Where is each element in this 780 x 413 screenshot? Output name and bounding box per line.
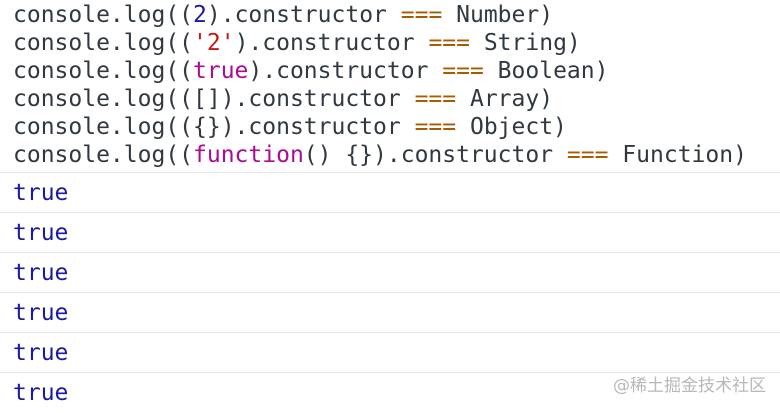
- console-input-block[interactable]: console.log((2).constructor === Number)c…: [0, 1, 780, 173]
- code-token-plain: ).constructor: [248, 58, 443, 84]
- code-token-plain: console.log(([]).constructor: [13, 86, 415, 112]
- code-token-plain: console.log((: [13, 58, 194, 84]
- code-line: console.log((2).constructor === Number): [13, 1, 780, 29]
- code-line: console.log(('2').constructor === String…: [13, 29, 780, 57]
- code-line: console.log((function() {}).constructor …: [13, 141, 780, 169]
- code-token-op: ===: [414, 114, 457, 140]
- output-value: true: [13, 220, 69, 246]
- code-token-num: 2: [193, 2, 207, 28]
- code-token-plain: console.log((: [13, 30, 194, 56]
- code-token-str: '2': [193, 30, 235, 56]
- code-token-plain: String): [469, 30, 581, 56]
- code-token-op: ===: [414, 86, 457, 112]
- code-token-plain: console.log((: [13, 142, 194, 168]
- code-token-plain: () {}).constructor: [303, 142, 567, 168]
- code-token-op: ===: [566, 142, 609, 168]
- code-token-plain: Boolean): [483, 58, 609, 84]
- output-value: true: [13, 260, 69, 286]
- code-line: console.log(({}).constructor === Object): [13, 113, 780, 141]
- code-token-plain: Array): [456, 86, 554, 112]
- code-line: console.log((true).constructor === Boole…: [13, 57, 780, 85]
- watermark: @稀土掘金技术社区: [613, 376, 766, 396]
- console-output-row: true: [0, 373, 780, 413]
- console-output-row: true: [0, 333, 780, 373]
- code-token-plain: console.log((: [13, 2, 194, 28]
- code-token-plain: Object): [456, 114, 567, 140]
- code-token-op: ===: [442, 58, 484, 84]
- output-value: true: [13, 380, 69, 406]
- output-value: true: [13, 300, 69, 326]
- code-token-plain: ).constructor: [234, 30, 429, 56]
- code-line: console.log(([]).constructor === Array): [13, 85, 780, 113]
- code-token-plain: ).constructor: [206, 2, 401, 28]
- console-output-row: true: [0, 173, 780, 213]
- output-value: true: [13, 340, 69, 366]
- code-token-op: ===: [428, 30, 470, 56]
- code-token-op: ===: [400, 2, 443, 28]
- code-token-kw: true: [193, 58, 249, 84]
- console-output-list: true true true true true true: [0, 173, 780, 413]
- code-token-plain: console.log(({}).constructor: [13, 114, 415, 140]
- console-output-row: true: [0, 213, 780, 253]
- code-token-kw: function: [193, 142, 304, 168]
- console-output-row: true: [0, 293, 780, 333]
- console-output-row: true: [0, 253, 780, 293]
- code-token-plain: Function): [608, 142, 747, 168]
- output-value: true: [13, 180, 69, 206]
- code-token-plain: Number): [442, 2, 554, 28]
